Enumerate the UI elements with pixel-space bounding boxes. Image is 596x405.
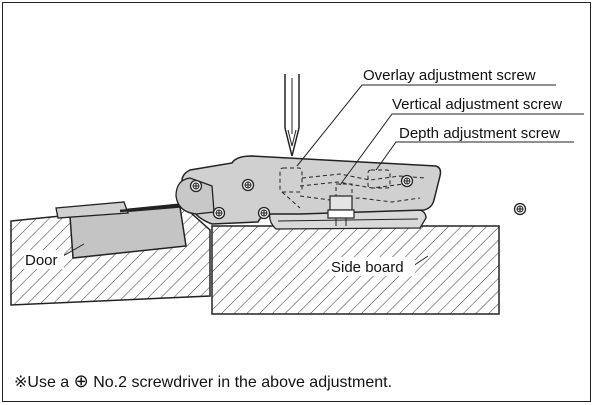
hinge-screw-bottom — [257, 206, 271, 220]
hinge-knuckle — [175, 177, 215, 215]
cup-screw — [212, 206, 226, 220]
phillips-head-icon: ⊕ — [73, 371, 89, 391]
hinge-screw-top-center — [241, 178, 255, 192]
side-board-screw — [513, 202, 527, 216]
footnote-suffix: No.2 screwdriver in the above adjustment… — [93, 374, 393, 391]
vertical-adjustment-screw — [327, 195, 355, 226]
cup-edge — [119, 203, 189, 213]
side-board-label: Side board — [331, 259, 404, 276]
vertical-screw-label: Vertical adjustment screw — [392, 96, 562, 113]
footnote-prefix: Use a — [27, 374, 70, 391]
overlay-screw-label: Overlay adjustment screw — [363, 67, 536, 84]
depth-screw-label: Depth adjustment screw — [399, 125, 560, 142]
depth-adjustment-screw-head — [400, 174, 414, 188]
hinge-screw-top-left — [189, 179, 203, 193]
footnote: ※Use a ⊕ No.2 screwdriver in the above a… — [14, 371, 392, 393]
cup-flange — [55, 201, 129, 219]
hinge-arm — [181, 155, 442, 225]
figure-frame — [2, 2, 591, 402]
mounting-plate — [268, 209, 427, 230]
screwdriver-icon — [284, 74, 300, 157]
reference-mark: ※ — [14, 374, 28, 391]
leader-lines — [62, 84, 584, 267]
door-label: Door — [25, 252, 58, 269]
